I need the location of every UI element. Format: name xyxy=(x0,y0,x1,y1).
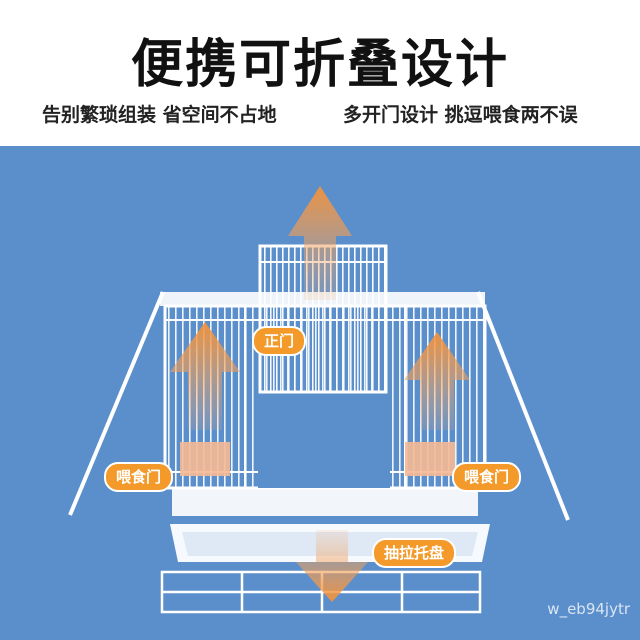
header-section: 便携可折叠设计 告别繁琐组装 省空间不占地 多开门设计 挑逗喂食两不误 xyxy=(0,0,640,146)
cage-base xyxy=(172,488,478,516)
feeder-cup-right xyxy=(405,442,455,476)
page-title: 便携可折叠设计 xyxy=(130,35,509,95)
feeder-cup-left xyxy=(180,442,230,476)
arrow-up-front-icon xyxy=(288,186,352,300)
arrow-up-left-icon xyxy=(170,322,240,430)
subtitle-left: 告别繁琐组装 省空间不占地 xyxy=(42,104,277,126)
side-support-right xyxy=(476,291,570,521)
drawer-tray-label: 抽拉托盘 xyxy=(372,538,457,568)
watermark: w_eb94jytr xyxy=(547,600,630,618)
front-door-opening xyxy=(258,392,390,488)
front-door-label: 正门 xyxy=(252,326,307,356)
arrow-down-tray-icon xyxy=(296,530,368,602)
feed-door-left-label: 喂食门 xyxy=(104,462,174,492)
side-support-left xyxy=(68,291,165,516)
subtitle-right: 多开门设计 挑逗喂食两不误 xyxy=(343,104,578,126)
arrow-up-right-icon xyxy=(404,332,470,430)
feed-door-right-label: 喂食门 xyxy=(452,462,522,492)
